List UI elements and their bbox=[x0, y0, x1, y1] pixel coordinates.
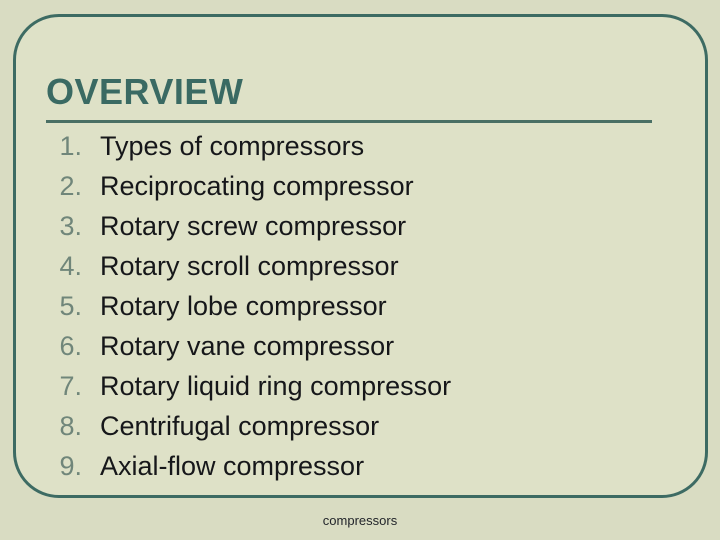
list-item: 7. Rotary liquid ring compressor bbox=[46, 366, 676, 406]
list-item-number: 2. bbox=[59, 171, 82, 201]
list-item-number: 7. bbox=[59, 371, 82, 401]
list-item-number: 6. bbox=[59, 331, 82, 361]
title-block: OVERVIEW bbox=[46, 72, 656, 123]
list-item-label: Rotary screw compressor bbox=[100, 211, 407, 241]
list-item: 6. Rotary vane compressor bbox=[46, 326, 676, 366]
list-item: 5. Rotary lobe compressor bbox=[46, 286, 676, 326]
list-item-number: 8. bbox=[59, 411, 82, 441]
title-divider bbox=[46, 120, 652, 123]
list-item-number: 4. bbox=[59, 251, 82, 281]
list-item: 2. Reciprocating compressor bbox=[46, 166, 676, 206]
overview-list: 1. Types of compressors 2. Reciprocating… bbox=[46, 126, 676, 486]
list-item-label: Rotary lobe compressor bbox=[100, 291, 387, 321]
rounded-content-frame bbox=[13, 14, 708, 498]
list-item-number: 1. bbox=[59, 131, 82, 161]
list-item-label: Reciprocating compressor bbox=[100, 171, 414, 201]
list-item-number: 5. bbox=[59, 291, 82, 321]
list-item-label: Rotary liquid ring compressor bbox=[100, 371, 452, 401]
list-item-label: Axial-flow compressor bbox=[100, 451, 365, 481]
list-item: 4. Rotary scroll compressor bbox=[46, 246, 676, 286]
list-item-number: 9. bbox=[59, 451, 82, 481]
list-item-label: Types of compressors bbox=[100, 131, 365, 161]
list-item: 1. Types of compressors bbox=[46, 126, 676, 166]
list-item: 9. Axial-flow compressor bbox=[46, 446, 676, 486]
list-item: 3. Rotary screw compressor bbox=[46, 206, 676, 246]
slide-footer: compressors bbox=[322, 513, 398, 528]
list-item-number: 3. bbox=[59, 211, 82, 241]
list-item-label: Centrifugal compressor bbox=[100, 411, 380, 441]
list-item: 8. Centrifugal compressor bbox=[46, 406, 676, 446]
list-item-label: Rotary vane compressor bbox=[100, 331, 395, 361]
page-title: OVERVIEW bbox=[46, 71, 244, 112]
list-item-label: Rotary scroll compressor bbox=[100, 251, 399, 281]
